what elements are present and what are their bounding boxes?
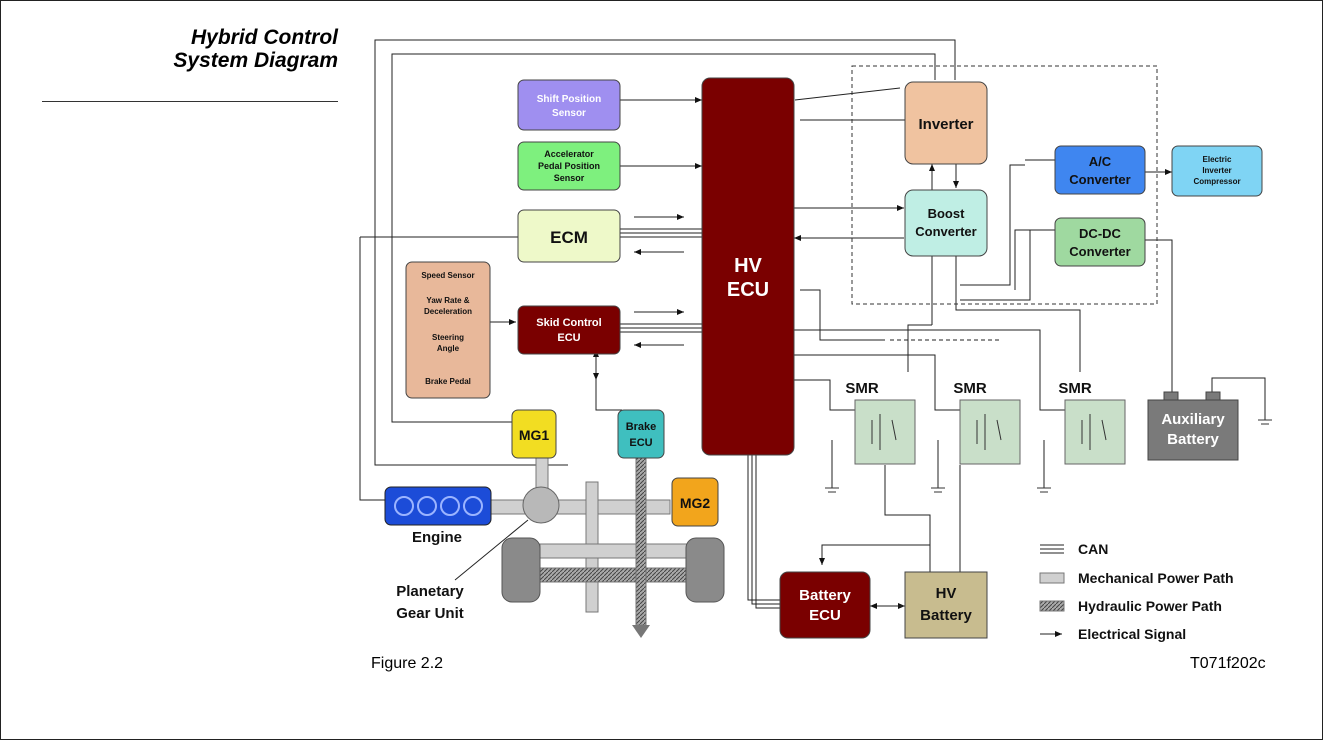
legend-can: CAN — [1078, 541, 1108, 557]
aux-battery-box — [1147, 391, 1239, 461]
signal-arrows — [490, 97, 1172, 380]
aux-battery-label-1: Auxiliary — [1161, 411, 1225, 428]
brake-ecu-box — [617, 409, 665, 459]
compressor-label-3: Compressor — [1193, 177, 1240, 186]
brake-ecu-label-1: Brake — [626, 421, 657, 433]
smr-label-3: SMR — [1058, 380, 1092, 397]
sensor-steering-1: Steering — [432, 333, 464, 342]
accel-sensor-label-1: Accelerator — [544, 149, 594, 159]
ground-icons — [825, 419, 1272, 493]
boost-label-2: Converter — [915, 224, 976, 239]
smr-relays — [854, 399, 1126, 465]
boost-box — [904, 189, 988, 257]
accel-sensor-label-2: Pedal Position — [538, 161, 600, 171]
compressor-label-1: Electric — [1203, 155, 1232, 164]
skid-ecu-label-1: Skid Control — [536, 317, 601, 329]
dcdc-label-1: DC-DC — [1079, 226, 1121, 241]
shift-sensor-box — [517, 79, 621, 131]
sensor-yaw-2: Deceleration — [424, 307, 472, 316]
can-lines — [620, 228, 702, 333]
smr-label-1: SMR — [845, 380, 879, 397]
aux-battery-label-2: Battery — [1167, 431, 1219, 448]
mechanical-paths — [489, 447, 725, 638]
inverter-label: Inverter — [918, 116, 973, 133]
figure-label: Figure 2.2 — [371, 655, 444, 672]
legend-electrical: Electrical Signal — [1078, 626, 1186, 642]
sensor-yaw-1: Yaw Rate & — [426, 296, 469, 305]
figure-code: T071f202c — [1190, 655, 1266, 672]
sensor-list-box — [405, 261, 491, 399]
dcdc-box — [1054, 217, 1146, 267]
shift-sensor-label-1: Shift Position — [537, 94, 601, 105]
battery-ecu-label-1: Battery — [799, 587, 851, 604]
hv-battery-label-1: HV — [936, 585, 957, 602]
brake-ecu-label-2: ECU — [629, 437, 652, 449]
ac-converter-label-2: Converter — [1069, 172, 1130, 187]
hv-battery-label-2: Battery — [920, 607, 972, 624]
legend-hydraulic: Hydraulic Power Path — [1078, 598, 1222, 614]
skid-ecu-box — [517, 305, 621, 355]
sensor-steering-2: Angle — [437, 344, 460, 353]
mg2-box — [671, 477, 719, 527]
accel-sensor-label-3: Sensor — [554, 173, 585, 183]
converter-group — [851, 65, 1158, 305]
skid-ecu-label-2: ECU — [557, 332, 580, 344]
sensor-speed: Speed Sensor — [421, 271, 474, 280]
hv-ecu-label-1: HV — [734, 255, 762, 277]
legend-icons — [1039, 544, 1065, 637]
page-title: Hybrid Control System Diagram — [173, 26, 338, 72]
shift-sensor-label-2: Sensor — [552, 108, 586, 119]
legend-mechanical: Mechanical Power Path — [1078, 570, 1234, 586]
hv-ecu-box — [701, 77, 795, 456]
engine-label: Engine — [412, 529, 462, 546]
hv-ecu-label-2: ECU — [727, 279, 769, 301]
mg1-label: MG1 — [519, 427, 550, 443]
hv-battery-box — [904, 571, 988, 639]
mg2-label: MG2 — [680, 495, 711, 511]
title-rule — [42, 101, 338, 102]
sensor-brake: Brake Pedal — [425, 377, 471, 386]
dcdc-label-2: Converter — [1069, 244, 1130, 259]
compressor-label-2: Inverter — [1202, 166, 1231, 175]
engine-icon — [384, 486, 492, 526]
planetary-pointer — [454, 519, 529, 581]
planetary-label-1: Planetary — [396, 583, 464, 600]
ecm-box — [517, 209, 621, 263]
battery-ecu-label-2: ECU — [809, 607, 841, 624]
ecm-label: ECM — [550, 228, 588, 247]
battery-ecu-box — [779, 571, 871, 639]
ac-converter-box — [1054, 145, 1146, 195]
mg1-box — [511, 409, 557, 459]
boost-label-1: Boost — [928, 206, 966, 221]
inverter-box — [904, 81, 988, 165]
accel-sensor-box — [517, 141, 621, 191]
ac-converter-label-1: A/C — [1089, 154, 1112, 169]
wiring — [359, 39, 1266, 609]
smr-label-2: SMR — [953, 380, 987, 397]
planetary-label-2: Gear Unit — [396, 605, 464, 622]
compressor-box — [1171, 145, 1263, 197]
